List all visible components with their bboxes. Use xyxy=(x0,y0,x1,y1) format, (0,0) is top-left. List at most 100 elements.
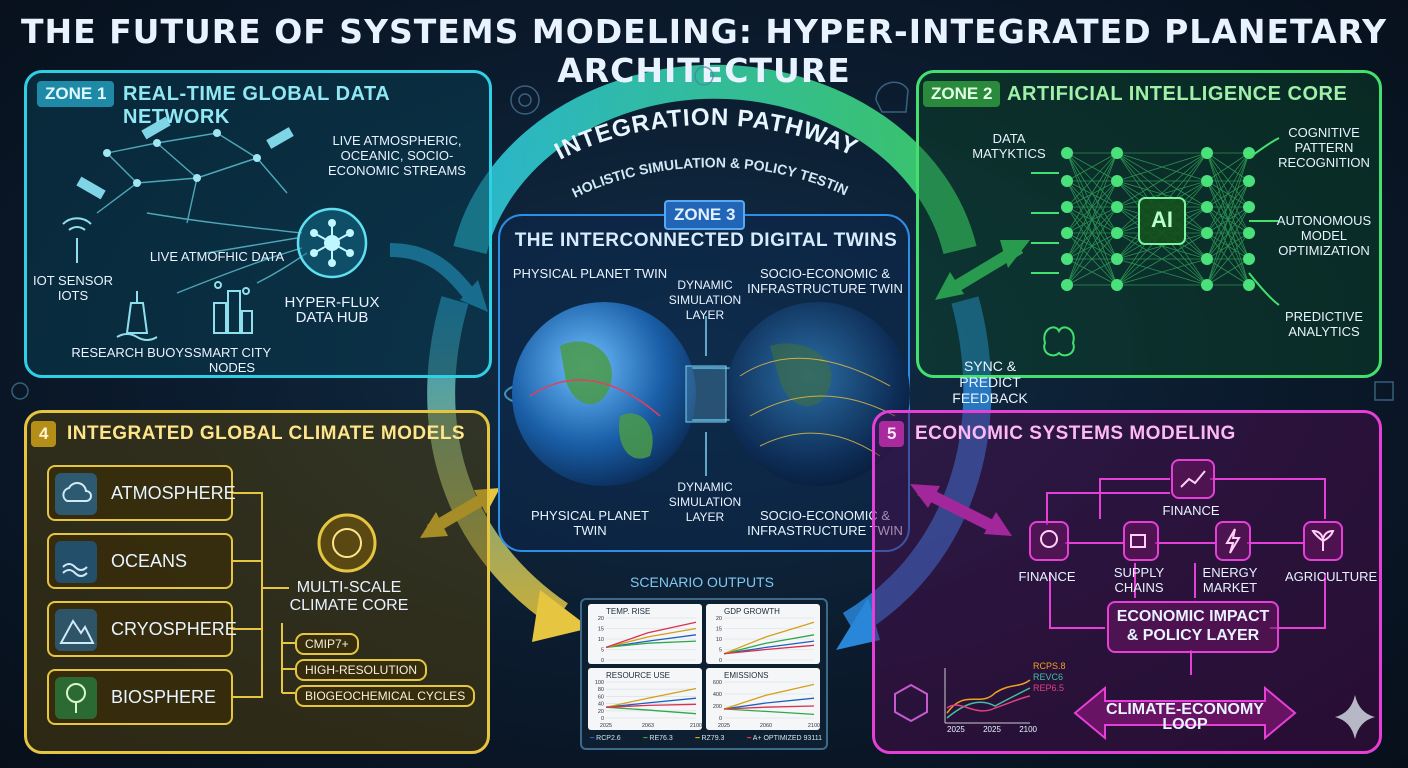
satellite-icon xyxy=(76,116,294,200)
ai-core-label: AI xyxy=(1151,207,1173,232)
cryosphere-box: CRYOSPHERE xyxy=(47,601,237,657)
layer-top-label: DYNAMIC SIMULATION LAYER xyxy=(668,278,742,322)
series-line xyxy=(605,640,697,649)
layer-bottom-label: DYNAMIC SIMULATION LAYER xyxy=(668,480,742,524)
mountain-icon xyxy=(55,609,97,651)
neuron-node xyxy=(1201,227,1213,239)
climate-connectors xyxy=(233,492,377,698)
x-tick-label: 2100 xyxy=(808,723,820,729)
zone1-panel: ZONE 1 REAL-TIME GLOBAL DATA NETWORK xyxy=(24,70,492,378)
oceans-box: OCEANS xyxy=(47,533,233,589)
impact-policy-box: ECONOMIC IMPACT & POLICY LAYER xyxy=(1107,601,1279,653)
series-line xyxy=(723,634,815,655)
series-line xyxy=(605,621,697,649)
tree-icon xyxy=(55,677,97,719)
mini-x-axis: 2025 2025 2100 xyxy=(947,725,1037,734)
y-tick-label: 10 xyxy=(716,637,722,643)
neuron-node xyxy=(1111,227,1123,239)
arrow-head-left xyxy=(532,590,590,642)
x-tick-label: 2025 xyxy=(718,723,730,729)
building-icon xyxy=(1374,381,1394,401)
plant-icon xyxy=(1303,521,1343,561)
hexagon-icon xyxy=(894,683,928,723)
iot-sensor-label: IoT SENSOR IoTS xyxy=(33,273,113,303)
series-line xyxy=(605,687,697,708)
y-tick-label: 20 xyxy=(598,709,604,715)
data-hub-icon xyxy=(296,207,368,279)
ai-input-label: DATA MATYKTICS xyxy=(972,131,1046,161)
legend-item-3: ━ RZ79.3 xyxy=(695,735,725,742)
neuron-node xyxy=(1243,227,1255,239)
mini-x-2: 2025 xyxy=(983,725,1001,734)
chart-title: EMISSIONS xyxy=(724,671,768,680)
truck-icon xyxy=(1123,521,1159,561)
econ-node-4: AGRICULTURE xyxy=(1285,569,1378,584)
y-tick-label: 80 xyxy=(598,687,604,693)
climate-core-icon xyxy=(317,513,377,573)
mini-chart xyxy=(944,668,1031,724)
x-tick-label: 2100 xyxy=(690,723,702,729)
socio-economic-globe xyxy=(726,302,910,486)
gear-icon-small xyxy=(694,66,714,86)
twin-bottom-right-label: SOCIO-ECONOMIC & INFRASTRUCTURE TWIN xyxy=(747,508,903,538)
neuron-node xyxy=(1061,227,1073,239)
sync-feedback-label: SYNC & PREDICT FEEDBACK xyxy=(952,358,1028,406)
buoy-icon xyxy=(116,291,158,341)
zone5-panel: 5 ECONOMIC SYSTEMS MODELING xyxy=(872,410,1382,754)
x-tick-label: 2063 xyxy=(642,723,654,729)
series-line xyxy=(723,697,815,710)
y-tick-label: 200 xyxy=(713,704,722,710)
chart-title: GDP GROWTH xyxy=(724,607,780,616)
series-line xyxy=(723,705,815,710)
y-tick-label: 0 xyxy=(601,658,604,664)
impact-policy-label: ECONOMIC IMPACT & POLICY LAYER xyxy=(1116,608,1270,644)
ai-output-3: PREDICTIVE ANALYTICS xyxy=(1284,309,1363,339)
econ-node-2: SUPPLY CHAINS xyxy=(1113,565,1165,595)
y-tick-label: 10 xyxy=(598,637,604,643)
neuron-node xyxy=(1111,147,1123,159)
scenario-heading: SCENARIO OUTPUTS xyxy=(630,574,774,590)
economic-flow xyxy=(894,478,1375,741)
zone5-heading: ECONOMIC SYSTEMS MODELING xyxy=(915,423,1236,444)
zone4-heading: INTEGRATED GLOBAL CLIMATE MODELS xyxy=(67,423,466,444)
digital-twins-globes xyxy=(504,302,910,486)
streams-label: LIVE ATMOSPHERIC, OCEANIC, SOCIO-ECONOMI… xyxy=(328,133,466,178)
neuron-node xyxy=(1243,201,1255,213)
y-tick-label: 0 xyxy=(601,716,604,722)
live-data-label: LIVE ATMOFHIC DATA xyxy=(149,249,285,264)
mini-legend-2: REVC6 xyxy=(1033,672,1064,682)
gear-icon xyxy=(510,85,540,115)
loop-label: CLIMATE-ECONOMY LOOP xyxy=(1106,701,1264,733)
series-line xyxy=(723,683,815,710)
scenario-legend: ━ RCP2.6 ━ RE76.3 ━ RZ79.3 ━ A+ OPTIMIZE… xyxy=(590,734,822,742)
cryosphere-label: CRYOSPHERE xyxy=(111,619,237,639)
oceans-label: OCEANS xyxy=(111,551,188,571)
head-brain-icon xyxy=(875,81,909,113)
mini-legend-3: REP6.5 xyxy=(1033,683,1065,693)
series-line xyxy=(723,644,815,655)
twin-bottom-left-label: PHYSICAL PLANET TWIN xyxy=(530,508,649,538)
neural-network xyxy=(1031,137,1280,357)
zone2-heading: ARTIFICIAL INTELLIGENCE CORE xyxy=(1007,83,1348,105)
zone3-tag: ZONE 3 xyxy=(664,200,746,230)
neuron-node xyxy=(1111,253,1123,265)
neuron-node xyxy=(1061,175,1073,187)
zone3-heading: THE INTERCONNECTED DIGITAL TWINS xyxy=(514,230,898,251)
y-tick-label: 0 xyxy=(719,716,722,722)
feature-pill-3: BIOGEOCHEMICAL CYCLES xyxy=(295,685,476,707)
ai-output-1: COGNITIVE PATTERN RECOGNITION xyxy=(1278,125,1370,170)
atmosphere-box: ATMOSPHERE xyxy=(47,465,236,521)
twin-top-left-label: PHYSICAL PLANET TWIN xyxy=(512,266,668,281)
city-label: SMART CITY NODES xyxy=(192,345,272,375)
y-tick-label: 100 xyxy=(595,680,604,686)
hub-label: HYPER-FLUX DATA HUB xyxy=(284,294,380,326)
y-tick-label: 5 xyxy=(719,648,722,654)
neuron-node xyxy=(1061,147,1073,159)
smart-city-icon xyxy=(213,281,253,334)
mini-x-3: 2100 xyxy=(1019,725,1037,734)
sparkle-icon xyxy=(1335,695,1375,739)
